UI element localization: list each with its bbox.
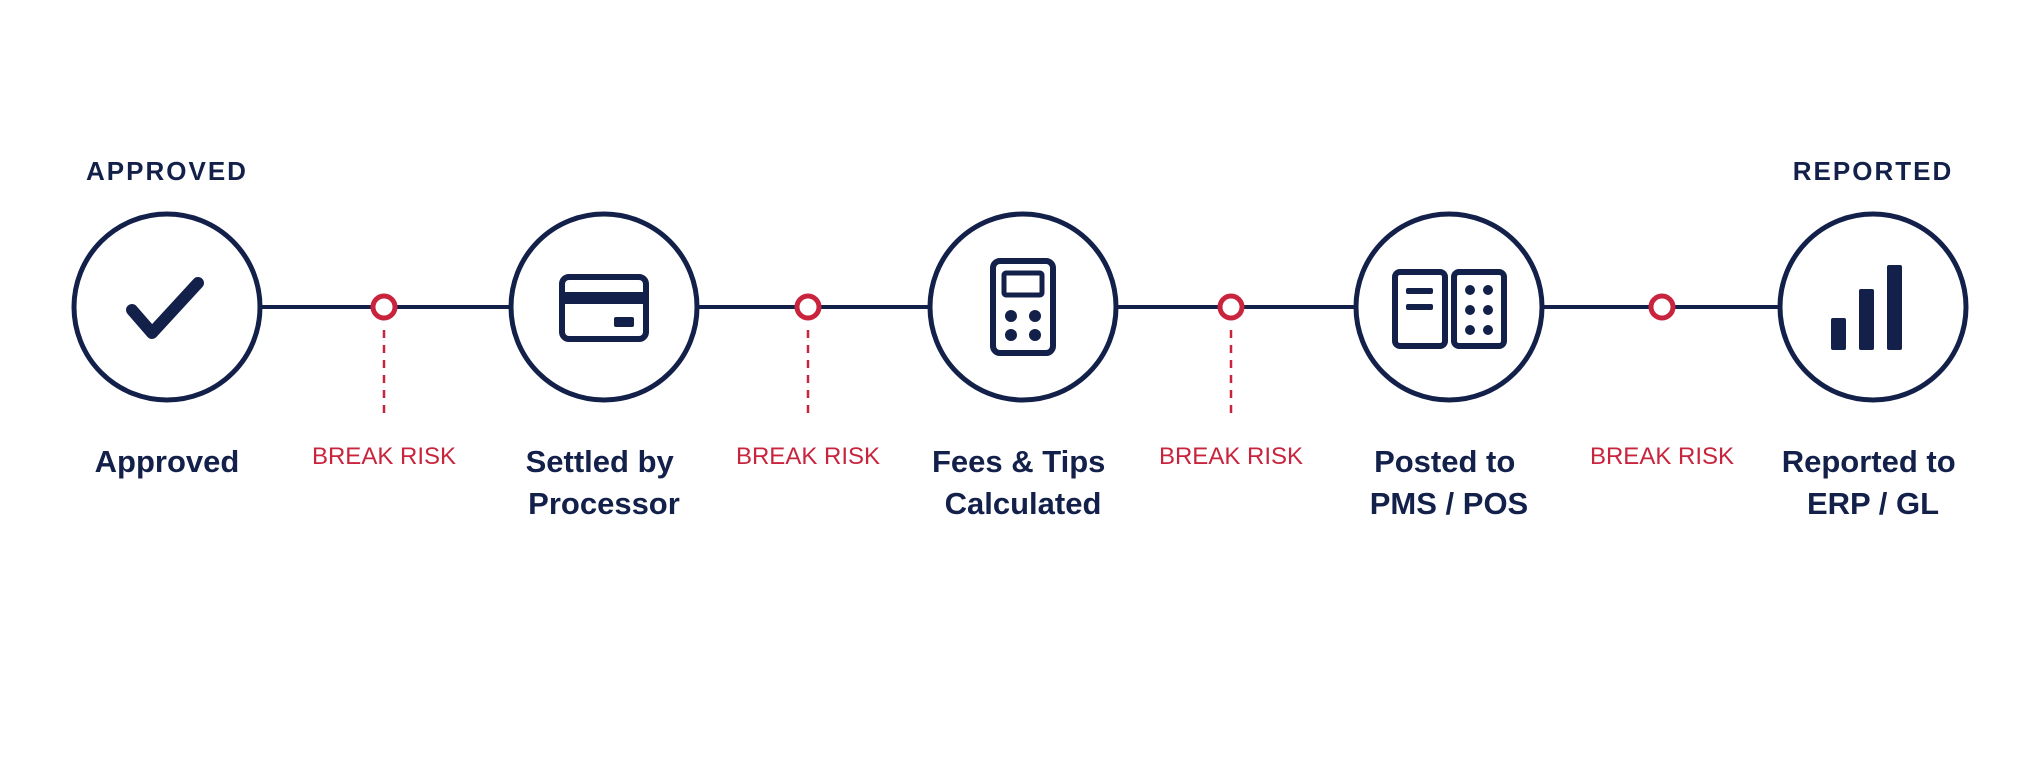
step-settled-by-processor: Settled by Processor [508,211,700,521]
calculator-icon [990,258,1056,356]
step-circle [1353,211,1545,403]
break-risk-marker-1: BREAK RISK [312,293,456,470]
step-posted-to-pms-pos: Posted to PMS / POS [1353,211,1545,521]
credit-card-icon [559,274,649,342]
break-risk-marker-4: BREAK RISK [1590,293,1734,470]
start-stage-label: APPROVED [86,156,248,186]
break-risk-label: BREAK RISK [1590,443,1734,470]
risk-node [1217,293,1245,321]
step-circle [508,211,700,403]
break-risk-label: BREAK RISK [1159,443,1303,470]
break-risk-label: BREAK RISK [312,443,456,470]
step-fees-tips-calculated: Fees & Tips Calculated [927,211,1119,521]
step-label: Reported to ERP / GL [1782,444,1965,521]
break-risk-marker-3: BREAK RISK [1159,293,1303,470]
risk-node [1648,293,1676,321]
break-risk-label: BREAK RISK [736,443,880,470]
step-label: Settled by Processor [526,444,683,521]
pos-terminal-icon [1392,269,1507,349]
risk-node [794,293,822,321]
step-approved: Approved [71,211,263,479]
end-stage-label: REPORTED [1793,156,1953,186]
step-reported-to-erp-gl: Reported to ERP / GL [1777,211,1969,521]
step-label: Approved [95,444,240,479]
break-risk-marker-2: BREAK RISK [736,293,880,470]
step-circle [71,211,263,403]
bar-chart-icon [1831,265,1902,350]
risk-node [370,293,398,321]
step-label: Fees & Tips Calculated [932,444,1114,521]
checkmark-icon [126,277,204,339]
step-label: Posted to PMS / POS [1370,444,1528,521]
step-circle [927,211,1119,403]
